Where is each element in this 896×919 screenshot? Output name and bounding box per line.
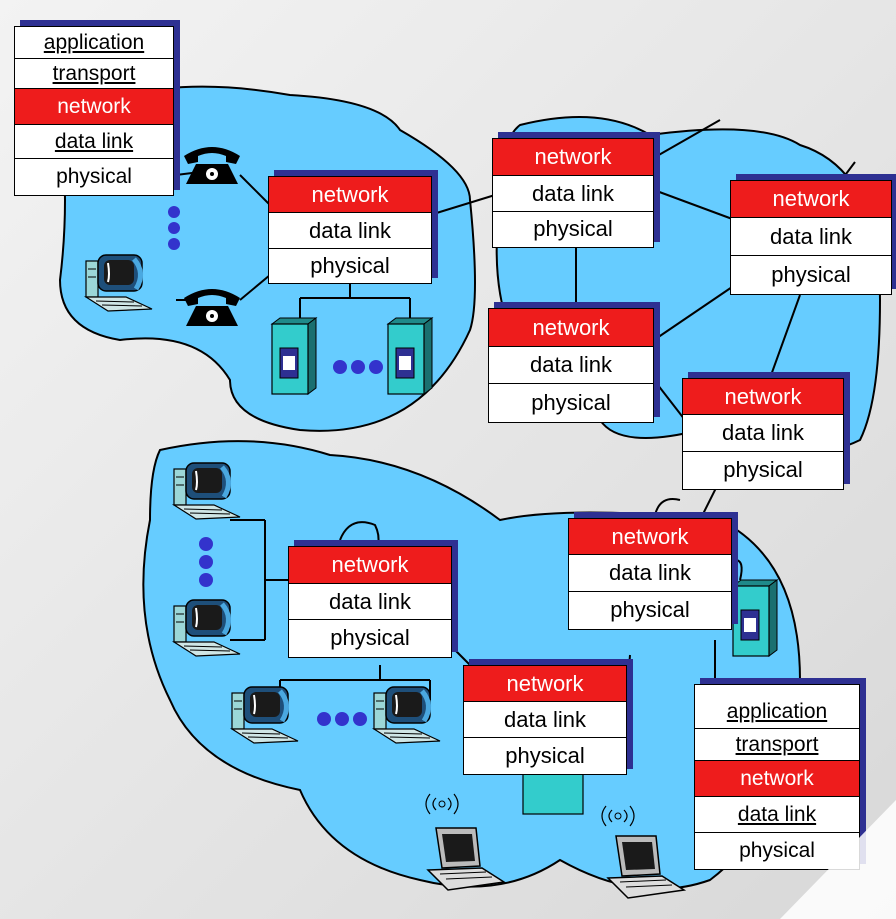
layer-data-link: data link: [683, 415, 843, 452]
layer-transport: transport: [695, 729, 859, 761]
layer-network: network: [289, 547, 451, 584]
layer-data-link: data link: [493, 176, 653, 212]
network-links: [175, 119, 856, 721]
layer-physical: physical: [771, 261, 851, 287]
layer-network: network: [569, 519, 731, 555]
layer-application: application: [695, 685, 859, 729]
layer-physical: physical: [739, 838, 815, 862]
host-protocol-stack-top: application transport network data link …: [14, 26, 174, 196]
layer-data-link: data link: [289, 584, 451, 620]
ellipsis-dots: [168, 206, 383, 726]
layer-network: network: [695, 761, 859, 797]
layer-network: network: [15, 89, 173, 125]
layer-physical: physical: [723, 457, 803, 482]
switch-box-icon: [522, 769, 584, 815]
router-stack-core-2: network data link physical: [730, 180, 892, 295]
layer-physical: physical: [533, 216, 613, 241]
layer-data-link: data link: [489, 347, 653, 384]
layer-network: network: [493, 139, 653, 176]
layer-data-link: data link: [15, 125, 173, 159]
layer-network: network: [731, 181, 891, 218]
router-stack-access-bottom-center: network data link physical: [463, 665, 627, 775]
layer-data-link: data link: [695, 797, 859, 833]
layer-application: application: [15, 27, 173, 59]
layer-data-link: data link: [569, 555, 731, 592]
server-tower-icon: [732, 579, 778, 657]
layer-physical: physical: [531, 389, 611, 415]
host-protocol-stack-bottom: application transport network data link …: [694, 684, 860, 870]
router-stack-core-4: network data link physical: [682, 378, 844, 490]
layer-transport: transport: [15, 59, 173, 89]
layer-physical: physical: [56, 164, 132, 188]
router-stack-core-3: network data link physical: [488, 308, 654, 423]
layer-physical: physical: [330, 625, 410, 650]
layer-data-link: data link: [464, 702, 626, 738]
layer-data-link: data link: [269, 213, 431, 249]
layer-network: network: [489, 309, 653, 347]
router-stack-access-top: network data link physical: [268, 176, 432, 284]
layer-data-link: data link: [731, 218, 891, 256]
layer-network: network: [269, 177, 431, 213]
layer-network: network: [683, 379, 843, 415]
router-stack-core-1: network data link physical: [492, 138, 654, 248]
layer-physical: physical: [610, 597, 690, 622]
page-curl-decoration: [780, 800, 896, 919]
router-stack-access-bottom-right: network data link physical: [568, 518, 732, 630]
layer-physical: physical: [310, 252, 390, 278]
router-stack-access-bottom-left: network data link physical: [288, 546, 452, 658]
layer-network: network: [464, 666, 626, 702]
server-tower-icon: [387, 317, 433, 395]
layer-physical: physical: [505, 742, 585, 768]
server-tower-icon: [271, 317, 317, 395]
